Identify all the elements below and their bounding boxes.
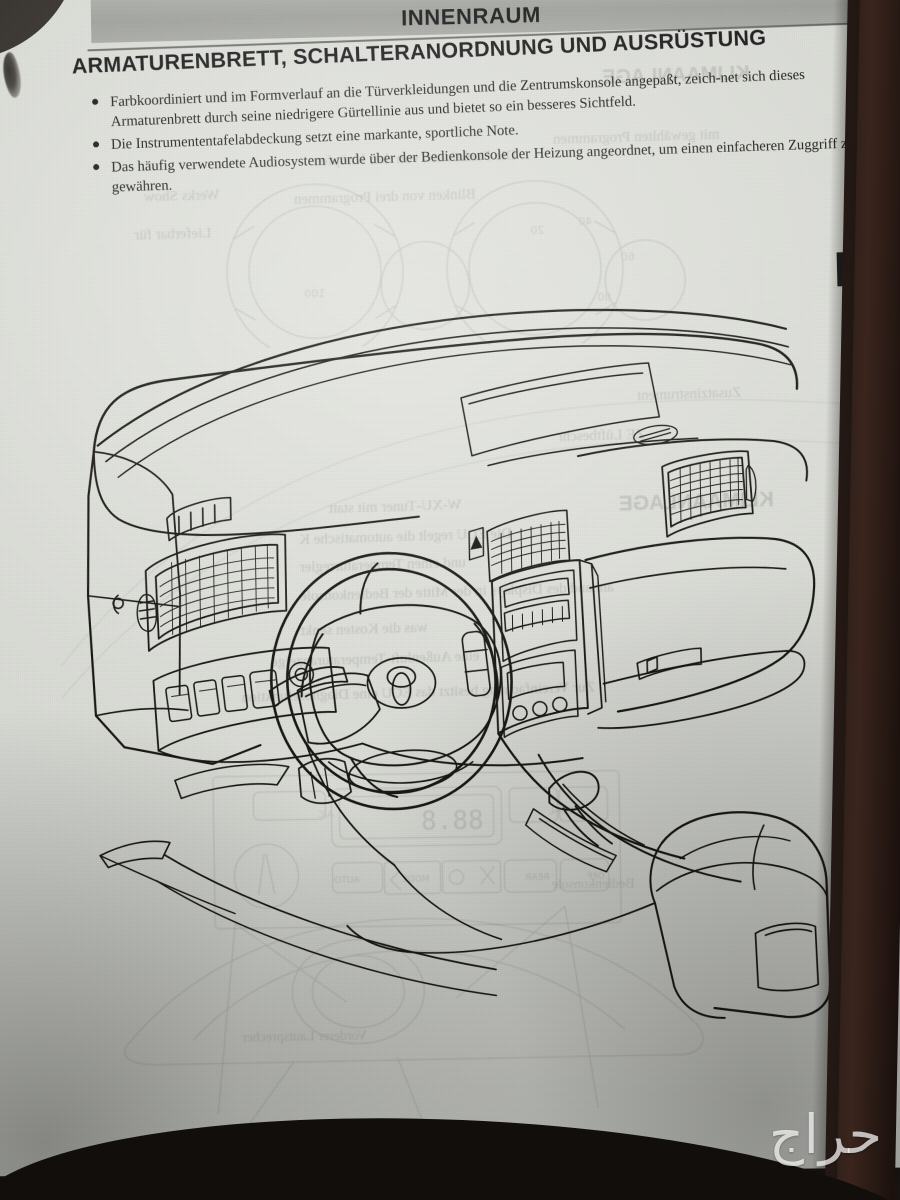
site-watermark: حراج	[768, 1103, 882, 1166]
toyota-emblem	[366, 657, 437, 709]
svg-text:40: 40	[578, 215, 592, 228]
dashboard-illustration	[86, 308, 832, 1019]
bullet-dot	[92, 141, 100, 148]
bleed-through-line: Lieferbar für	[134, 225, 212, 244]
svg-text:20: 20	[530, 224, 544, 237]
bullet-dot	[92, 98, 99, 105]
bullet-dot	[93, 163, 100, 171]
svg-text:60: 60	[621, 250, 635, 263]
bullet-list: Farbkoordiniert und im Formverlauf an di…	[88, 67, 880, 196]
